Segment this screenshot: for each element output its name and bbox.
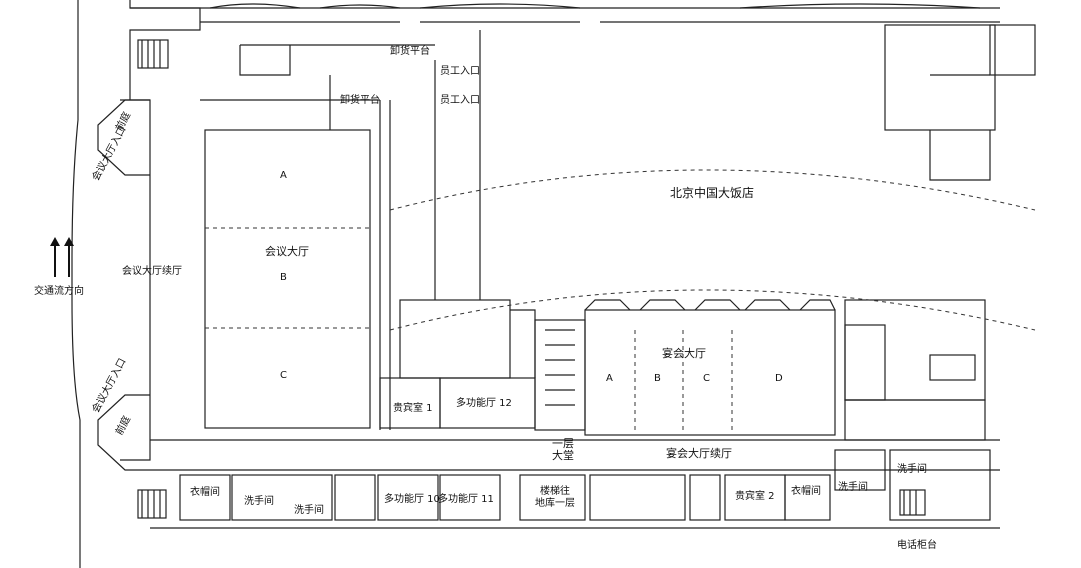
unloading-dock-label-1: 卸货平台 bbox=[390, 46, 430, 57]
vip-room-1-label: 贵宾室 1 bbox=[393, 403, 433, 414]
banquet-section-a: A bbox=[606, 373, 613, 384]
unloading-dock-label-2: 卸货平台 bbox=[340, 95, 380, 106]
staff-entrance-label-1: 员工入口 bbox=[440, 66, 480, 77]
porch-north bbox=[97, 99, 150, 176]
hotel-title: 北京中国大饭店 bbox=[670, 186, 755, 200]
vip-room-2-label: 贵宾室 2 bbox=[735, 491, 775, 502]
conference-foyer-label: 会议大厅续厅 bbox=[122, 266, 182, 277]
building-outline-dashed-south bbox=[389, 289, 1036, 331]
street-line bbox=[71, 0, 81, 568]
banquet-section-c: C bbox=[703, 373, 710, 384]
conference-hall-outline bbox=[204, 129, 371, 429]
banquet-foyer-label: 宴会大厅续厅 bbox=[666, 447, 732, 460]
north-wall bbox=[129, 0, 201, 100]
banquet-section-d: D bbox=[775, 373, 783, 384]
porch-south bbox=[97, 394, 150, 471]
west-facade bbox=[120, 99, 151, 461]
restroom-label-3: 洗手间 bbox=[838, 482, 868, 493]
function-room-12-label: 多功能厅 12 bbox=[456, 398, 512, 409]
conference-section-a: A bbox=[280, 170, 287, 181]
restroom-label-1: 洗手间 bbox=[244, 496, 274, 507]
cloakroom-label-1: 衣帽间 bbox=[190, 487, 220, 498]
stairs-basement-label-1: 楼梯往 bbox=[540, 486, 570, 497]
stairs-basement-label-2: 地库一层 bbox=[535, 498, 575, 509]
banquet-section-b: B bbox=[654, 373, 661, 384]
building-outline-dashed-north bbox=[389, 169, 1036, 211]
conference-section-c: C bbox=[280, 370, 287, 381]
staff-entrance-label-2: 员工入口 bbox=[440, 95, 480, 106]
restroom-label-2: 洗手间 bbox=[294, 505, 324, 516]
function-room-11-label: 多功能厅 11 bbox=[438, 494, 494, 505]
traffic-arrow-right bbox=[64, 237, 74, 277]
traffic-arrow-left bbox=[50, 237, 60, 277]
conference-hall-label: 会议大厅 bbox=[265, 245, 309, 258]
lobby-label: 一层大堂 bbox=[552, 437, 574, 462]
restroom-label-4: 洗手间 bbox=[897, 464, 927, 475]
function-room-10-label: 多功能厅 10 bbox=[384, 494, 440, 505]
cloakroom-label-2: 衣帽间 bbox=[791, 486, 821, 497]
phone-counter-label: 电话柜台 bbox=[897, 540, 937, 551]
conference-section-b: B bbox=[280, 272, 287, 283]
banquet-hall-outline bbox=[584, 309, 836, 436]
banquet-hall-label: 宴会大厅 bbox=[662, 347, 706, 360]
traffic-label: 交通流方向 bbox=[34, 286, 84, 297]
